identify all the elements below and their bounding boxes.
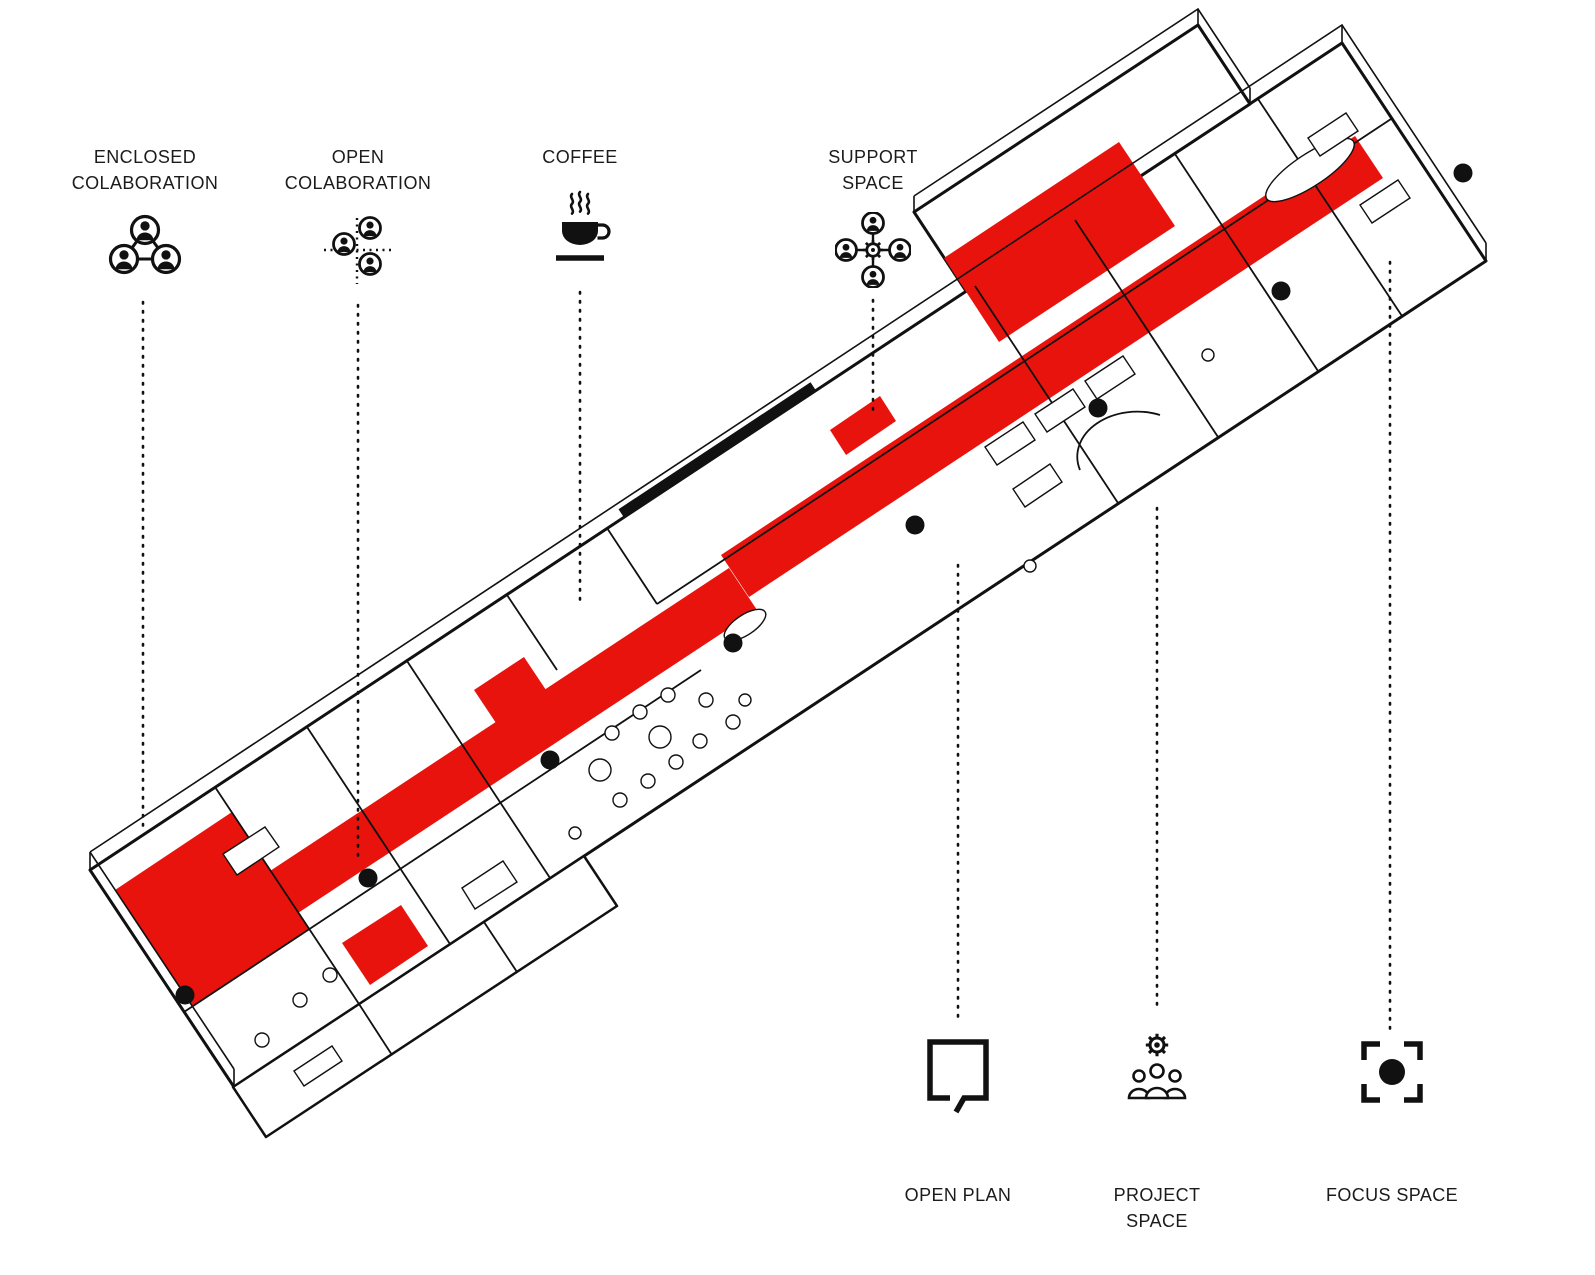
label-line: SPACE [1126, 1211, 1188, 1231]
label-line: OPEN [331, 147, 385, 167]
callout-project-space: PROJECT SPACE [1027, 1030, 1287, 1234]
open-plan-icon [927, 1039, 989, 1114]
open-collaboration-label: OPEN COLABORATION [285, 144, 432, 196]
focus-space-label: FOCUS SPACE [1326, 1182, 1458, 1208]
label-line: COLABORATION [284, 173, 432, 193]
furniture-group [222, 112, 1411, 1087]
solid-wall-segment [618, 382, 816, 517]
label-line: COFFEE [542, 147, 618, 167]
callout-support-space: SUPPORT SPACE [743, 144, 1003, 288]
label-line: SUPPORT [828, 147, 918, 167]
leader-lines [141, 260, 1392, 1034]
project-space-label: PROJECT SPACE [1114, 1182, 1201, 1234]
coffee-icon [556, 190, 611, 261]
label-line: SPACE [842, 173, 904, 193]
red-circulation-zones [115, 136, 1383, 1006]
focus-space-icon [1361, 1041, 1423, 1103]
project-space-icon [1127, 1032, 1187, 1100]
support-space-label: SUPPORT SPACE [828, 144, 918, 196]
open-collaboration-icon [324, 216, 392, 284]
callout-focus-space: FOCUS SPACE [1262, 1030, 1522, 1208]
label-line: FOCUS SPACE [1325, 1185, 1459, 1205]
label-line: OPEN PLAN [904, 1185, 1012, 1205]
callout-coffee: COFFEE [450, 144, 710, 272]
columns-group [175, 163, 1473, 1005]
callout-enclosed-collaboration: ENCLOSED COLABORATION [15, 144, 275, 288]
enclosed-collaboration-icon [108, 214, 182, 275]
wall-height-lines [89, 7, 1487, 1087]
coffee-label: COFFEE [542, 144, 617, 170]
open-plan-label: OPEN PLAN [905, 1182, 1012, 1208]
label-line: COLABORATION [71, 173, 219, 193]
support-space-icon [835, 212, 911, 288]
label-line: PROJECT [1113, 1185, 1201, 1205]
label-line: ENCLOSED [93, 147, 197, 167]
callout-open-plan: OPEN PLAN [828, 1030, 1088, 1208]
callout-open-collaboration: OPEN COLABORATION [228, 144, 488, 288]
enclosed-collaboration-label: ENCLOSED COLABORATION [72, 144, 219, 196]
